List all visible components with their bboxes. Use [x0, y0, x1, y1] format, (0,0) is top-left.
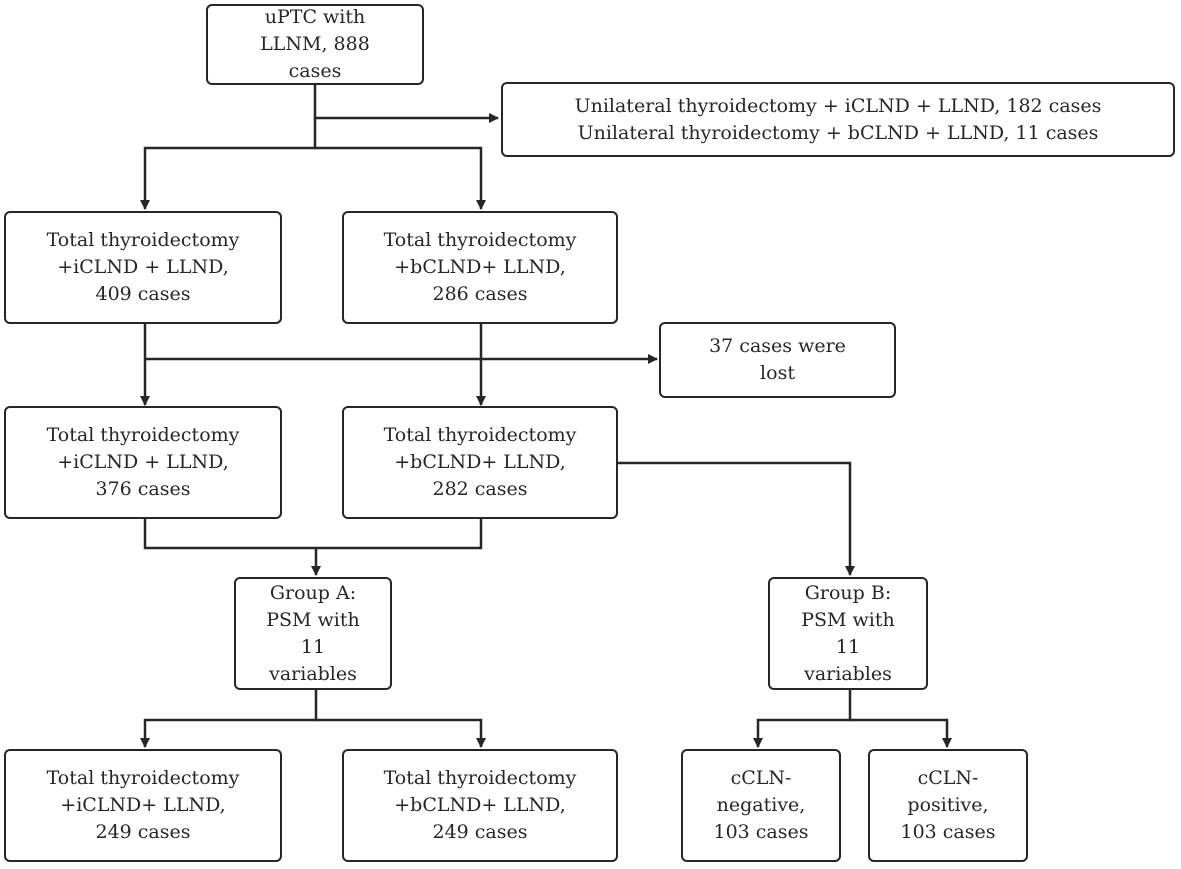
node-text-line: variables — [804, 662, 892, 685]
node-text-line: +bCLND+ LLND, — [394, 451, 566, 473]
node-text-line: cCLN- — [917, 767, 979, 789]
node-text-line: +iCLND + LLND, — [57, 256, 229, 278]
node-start: uPTC with LLNM, 888 cases — [206, 4, 424, 85]
node-text-line: cases — [288, 60, 342, 82]
node-text-line: 249 cases — [95, 821, 191, 843]
node-text-line: 103 cases — [713, 821, 809, 843]
node-group-a: Group A: PSM with 11 variables — [234, 577, 392, 690]
edge-start-to-tt-i-409 — [140, 118, 317, 210]
node-lost: 37 cases were lost — [659, 322, 896, 398]
edge-group-b-to-ccln-neg — [753, 690, 852, 748]
edge-group-b-to-ccln-pos — [850, 718, 952, 748]
node-tt-bclnd-286: Total thyroidectomy +bCLND+ LLND, 286 ca… — [342, 211, 618, 324]
node-text-line: 103 cases — [900, 821, 996, 843]
node-text-line: variables — [269, 662, 357, 685]
node-text-line: 409 cases — [95, 283, 191, 305]
edge-tt-b-282-to-group-b — [617, 461, 855, 576]
node-text-line: Unilateral thyroidectomy + iCLND + LLND,… — [574, 94, 1102, 117]
edge-start-to-tt-b-286 — [315, 146, 486, 210]
node-group-b: Group B: PSM with 11 variables — [768, 577, 928, 690]
node-text-line: uPTC with — [264, 6, 366, 28]
node-text-line: Unilateral thyroidectomy + bCLND + LLND,… — [577, 121, 1099, 144]
node-text-line: Total thyroidectomy — [383, 424, 577, 446]
node-text-line: +iCLND+ LLND, — [60, 794, 226, 816]
edge-group-a-to-tt-i-249 — [140, 690, 318, 748]
node-text-line: PSM with — [801, 608, 895, 631]
node-text-line: 376 cases — [95, 478, 191, 500]
node-text-line: 286 cases — [432, 283, 528, 305]
node-text-line: +iCLND + LLND, — [57, 451, 229, 473]
node-tt-iclnd-249: Total thyroidectomy +iCLND+ LLND, 249 ca… — [4, 749, 282, 862]
node-tt-bclnd-282: Total thyroidectomy +bCLND+ LLND, 282 ca… — [342, 406, 618, 519]
node-text-line: Total thyroidectomy — [383, 229, 577, 251]
node-ccln-negative: cCLN- negative, 103 cases — [681, 749, 841, 862]
node-text-line: 282 cases — [432, 478, 528, 500]
node-text-line: Group B: — [804, 581, 892, 604]
node-text-line: positive, — [907, 794, 989, 816]
node-tt-bclnd-249: Total thyroidectomy +bCLND+ LLND, 249 ca… — [342, 749, 618, 862]
node-text-line: lost — [760, 362, 795, 384]
node-text-line: 11 — [835, 635, 861, 658]
node-text-line: +bCLND+ LLND, — [394, 794, 566, 816]
node-text-line: +bCLND+ LLND, — [394, 256, 566, 278]
node-text-line: PSM with — [266, 608, 360, 631]
node-text-line: 249 cases — [432, 821, 528, 843]
edge-start-to-excluded — [313, 84, 499, 123]
node-text-line: Total thyroidectomy — [383, 767, 577, 789]
node-text-line: 11 — [300, 635, 326, 658]
node-text-line: negative, — [716, 794, 806, 816]
node-text-line: Total thyroidectomy — [46, 424, 240, 446]
edge-tt-i-376-to-group-a — [143, 519, 483, 550]
node-tt-iclnd-409: Total thyroidectomy +iCLND + LLND, 409 c… — [4, 211, 282, 324]
node-ccln-positive: cCLN- positive, 103 cases — [868, 749, 1028, 862]
node-text-line: Group A: — [269, 581, 357, 604]
node-text-line: cCLN- — [730, 767, 792, 789]
node-text-line: 37 cases were — [709, 335, 846, 357]
node-text-line: Total thyroidectomy — [46, 229, 240, 251]
edge-group-a-to-tt-b-249 — [316, 718, 486, 748]
node-excluded: Unilateral thyroidectomy + iCLND + LLND,… — [501, 82, 1175, 157]
node-text-line: LLNM, 888 — [260, 33, 370, 55]
node-tt-iclnd-376: Total thyroidectomy +iCLND + LLND, 376 c… — [4, 406, 282, 519]
node-text-line: Total thyroidectomy — [46, 767, 240, 789]
